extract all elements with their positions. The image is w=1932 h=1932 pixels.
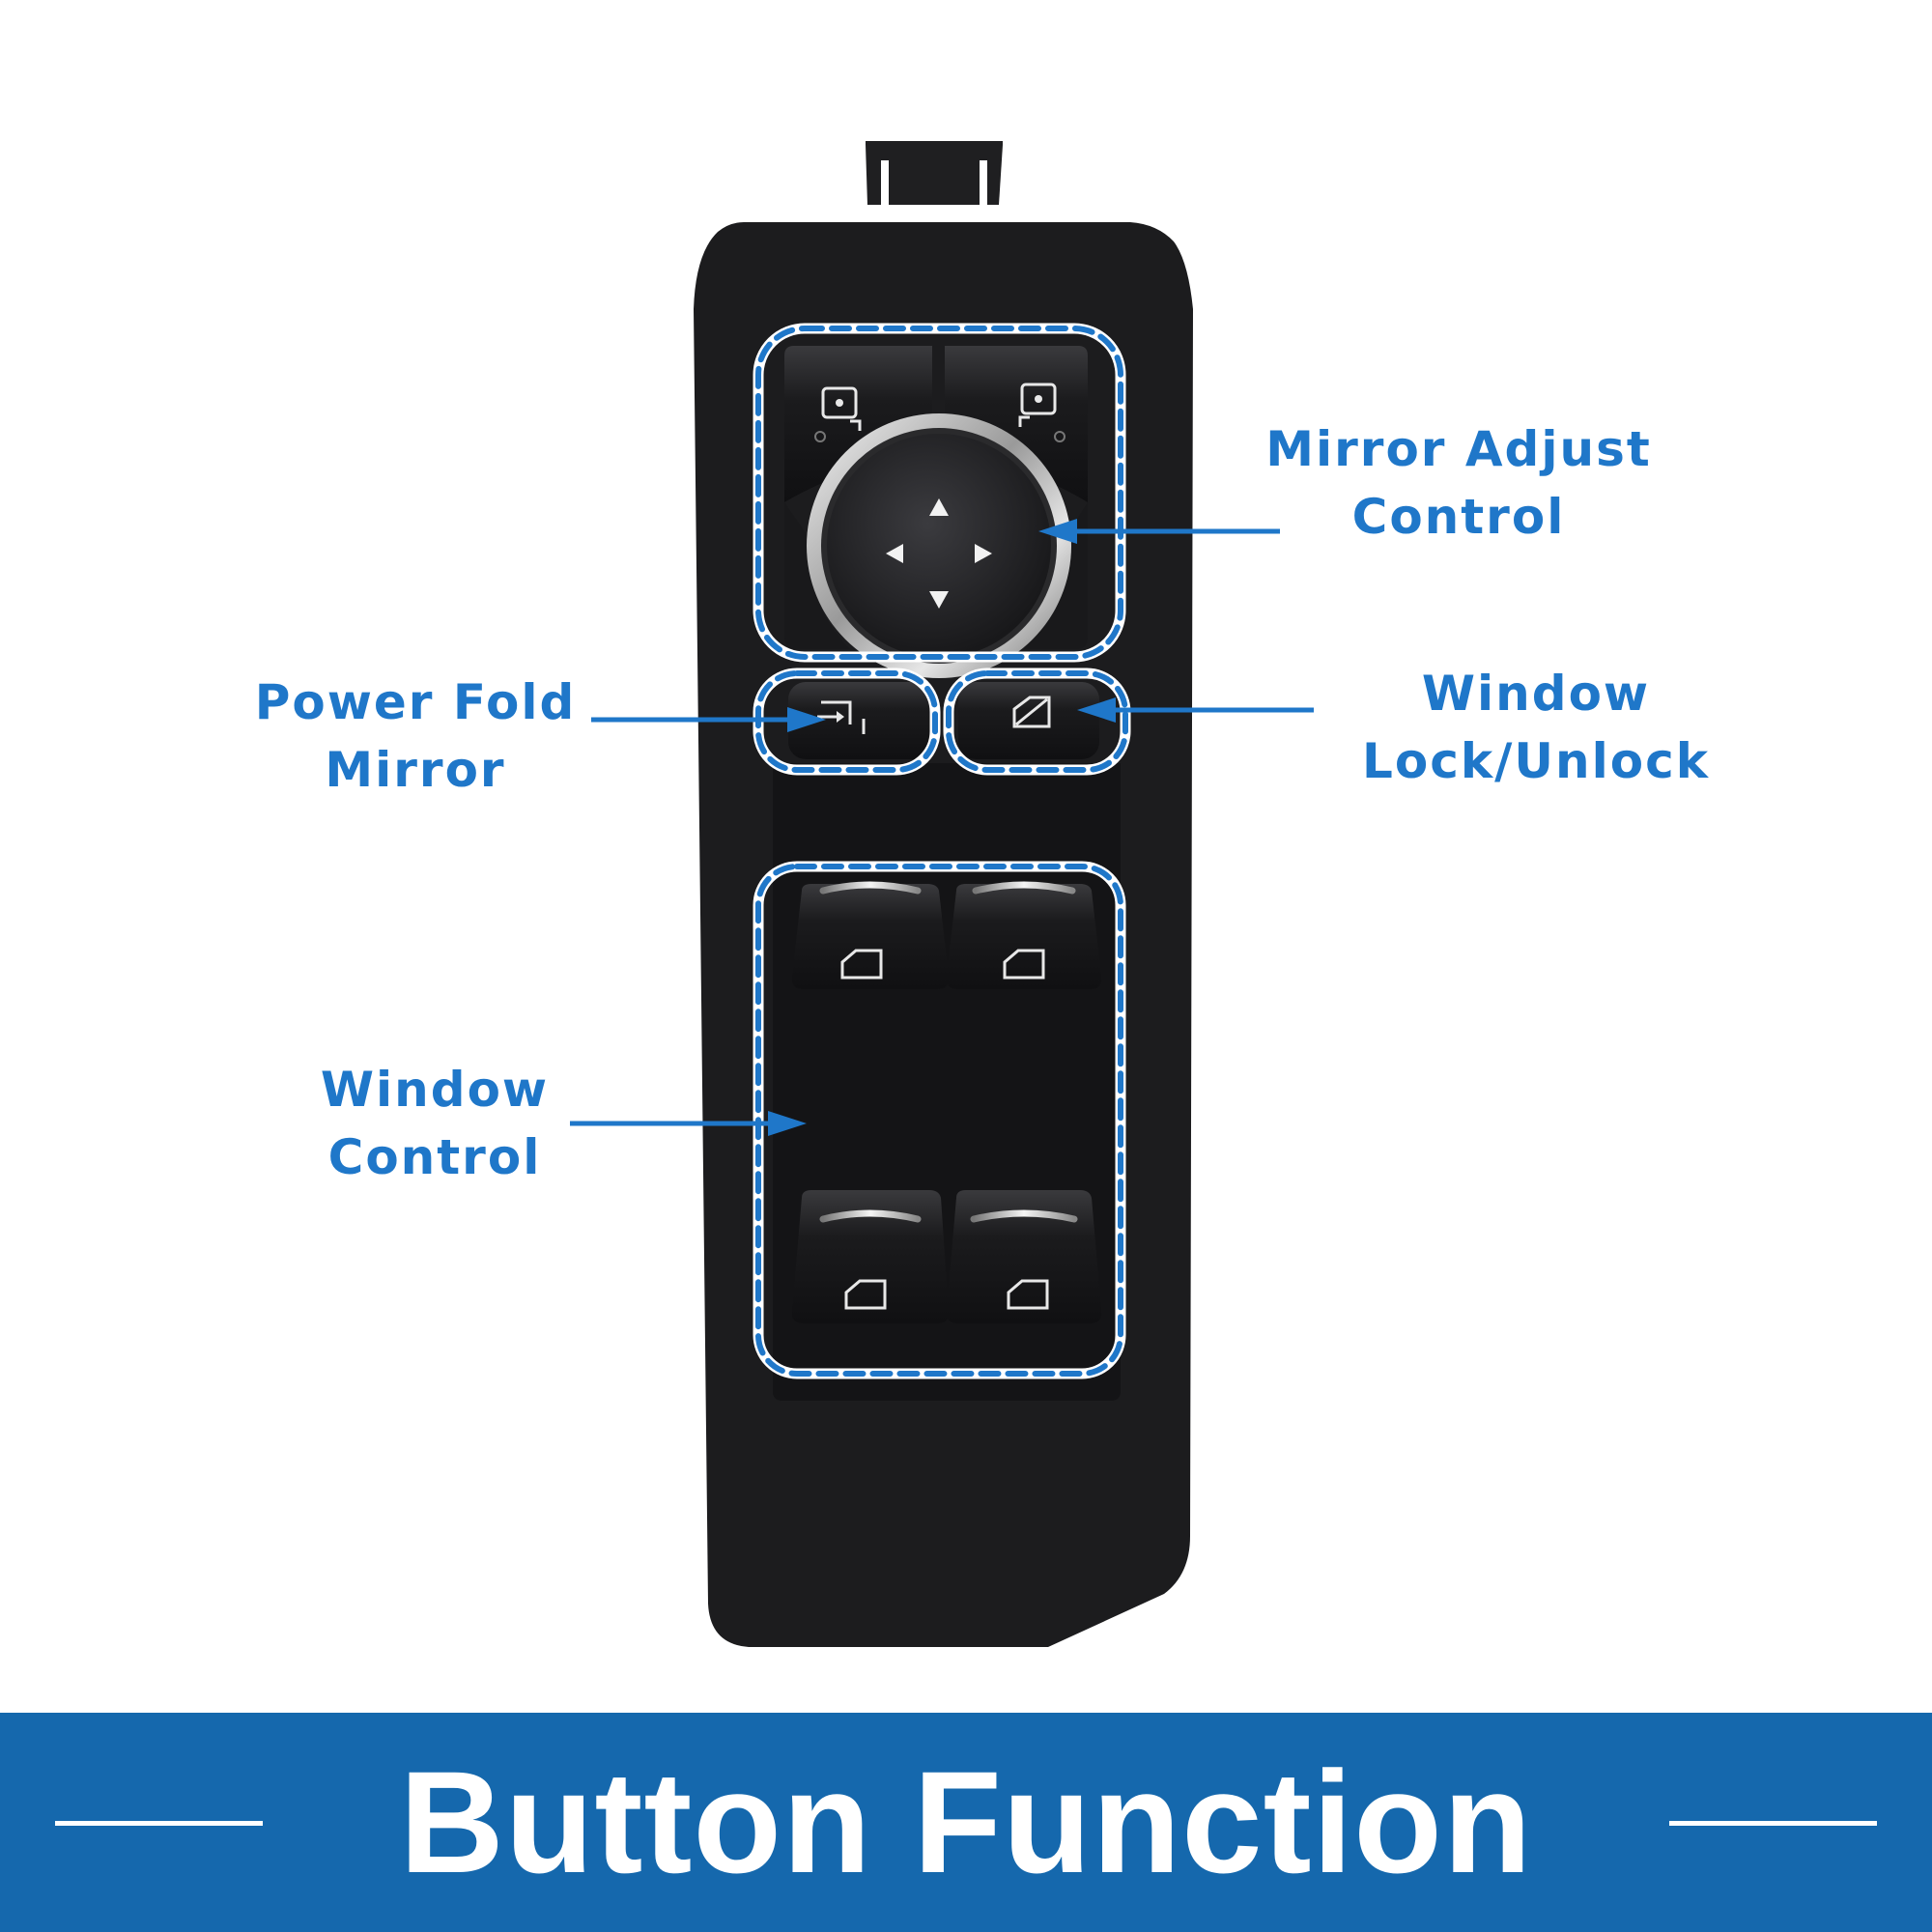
callout-line: Window [1421, 666, 1651, 722]
callout-line: Mirror [325, 742, 506, 798]
callout-mirror-adjust-label: Mirror Adjust Control [1227, 415, 1690, 551]
window-switch-front-right[interactable] [946, 881, 1102, 989]
callout-line: Power Fold [254, 674, 577, 730]
callout-line: Control [1351, 489, 1566, 545]
window-icon [1007, 1279, 1049, 1310]
callout-arrow-power-fold [591, 707, 826, 732]
window-icon [844, 1279, 887, 1310]
mirror-adjust-knob[interactable] [807, 413, 1071, 678]
power-fold-mirror-icon [817, 700, 866, 734]
mirror-select-left-icon[interactable] [814, 386, 862, 442]
outline-window-control [753, 861, 1126, 1379]
banner-rule-left [55, 1821, 263, 1826]
window-icon [1003, 949, 1045, 980]
callout-window-lock-label: Window Lock/Unlock [1343, 660, 1729, 795]
window-switch-rear-right[interactable] [946, 1190, 1102, 1323]
banner-rule-right [1669, 1821, 1877, 1826]
arrow-right-icon [975, 544, 992, 563]
window-lock-icon [1012, 696, 1051, 728]
highlight-outlines [753, 323, 1131, 1379]
mounting-clip [866, 141, 1003, 205]
callout-arrow-window-control [570, 1111, 807, 1136]
power-fold-mirror-button[interactable] [788, 682, 933, 759]
arrow-up-icon [929, 498, 949, 516]
window-lock-button[interactable] [958, 682, 1099, 759]
outline-window-lock [943, 668, 1131, 776]
callout-line: Mirror Adjust [1265, 421, 1652, 477]
callout-window-control-label: Window Control [290, 1056, 580, 1191]
window-icon [840, 949, 883, 980]
callout-arrow-window-lock [1077, 697, 1314, 723]
callout-arrow-mirror-adjust [1038, 519, 1280, 544]
arrow-down-icon [929, 591, 949, 609]
banner-title: Button Function [399, 1741, 1533, 1903]
callout-line: Window [320, 1062, 550, 1118]
arrow-left-icon [886, 544, 903, 563]
callout-line: Control [327, 1129, 542, 1185]
window-switch-rear-left[interactable] [791, 1190, 950, 1323]
callout-power-fold-label: Power Fold Mirror [232, 668, 599, 804]
outline-mirror-adjust [753, 323, 1126, 663]
callout-line: Lock/Unlock [1362, 733, 1710, 789]
title-banner: Button Function [0, 1713, 1932, 1932]
mirror-select-right-icon[interactable] [1018, 383, 1065, 442]
window-switch-front-left[interactable] [791, 881, 950, 989]
